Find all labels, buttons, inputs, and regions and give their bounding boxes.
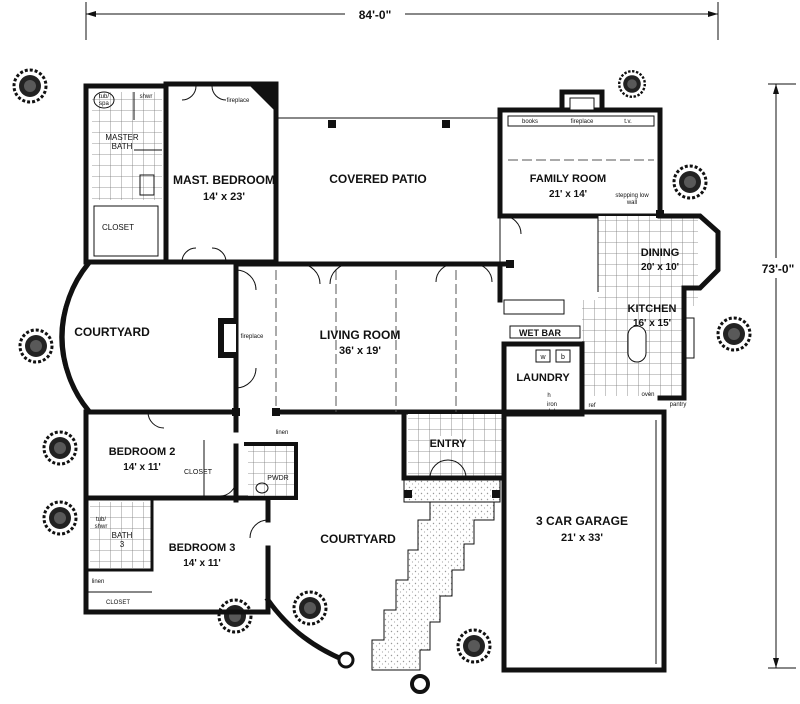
wet-bar-label: WET BAR (519, 328, 561, 338)
tub-shwr-label-2: shwr (95, 524, 108, 530)
kitchen-size: 16' x 15' (633, 318, 671, 329)
linen3-label: linen (92, 579, 105, 585)
family-room-size: 21' x 14' (549, 189, 587, 200)
garage-size: 21' x 33' (561, 532, 603, 544)
master-fireplace-label: fireplace (227, 98, 250, 104)
family-fireplace-label: fireplace (571, 119, 594, 125)
garage-label: 3 CAR GARAGE (536, 514, 628, 528)
laundry-label: LAUNDRY (516, 372, 570, 384)
pantry-label: pantry (670, 402, 687, 408)
walkway (371, 501, 495, 671)
master-closet-label: CLOSET (102, 223, 134, 232)
bath3-label: BATH (112, 531, 133, 540)
tub-spa-label-1: tub/ (99, 94, 109, 100)
width-dimension-label: 84'-0" (359, 8, 392, 22)
entry: ENTRY (401, 409, 505, 503)
closet3-label: CLOSET (106, 600, 130, 606)
width-dimension: 84'-0" (85, 2, 719, 40)
entry-label: ENTRY (430, 438, 468, 450)
bedroom2-label: BEDROOM 2 (109, 446, 176, 458)
ref-label: ref (588, 403, 595, 409)
dining-size: 20' x 10' (641, 262, 679, 273)
bath3-label-2: 3 (120, 540, 125, 549)
living-room-label: LIVING ROOM (320, 328, 401, 342)
master-bedroom-label: MAST. BEDROOM (173, 173, 275, 187)
garage: 3 CAR GARAGE 21' x 33' (501, 409, 667, 673)
tub-shwr-label-1: tub/ (96, 517, 106, 523)
depth-dimension: 73'-0" (756, 83, 800, 669)
kitchen-label: KITCHEN (628, 303, 677, 315)
shower-label: shwr (140, 94, 153, 100)
dryer-label: b (561, 354, 565, 361)
bedroom2-size: 14' x 11' (123, 462, 161, 473)
courtyard-front-wall (264, 596, 348, 664)
iron-label: iron (547, 402, 557, 408)
bedroom-wing: BEDROOM 2 14' x 11' CLOSET tub/ shwr BAT… (83, 409, 271, 615)
family-room: books fireplace t.v. FAMILY ROOM 21' x 1… (497, 89, 663, 235)
living-room: fireplace LIVING ROOM 36' x 19' (218, 261, 513, 415)
oven-label: oven (641, 392, 654, 398)
depth-dimension-label: 73'-0" (762, 262, 795, 276)
dining-label: DINING (641, 247, 680, 259)
courtyard-left-wall (59, 260, 92, 414)
column-markers (232, 210, 664, 416)
stepping-wall-label-1: stepping low (615, 193, 649, 199)
master-fireplace-icon (250, 86, 276, 112)
family-room-label: FAMILY ROOM (530, 173, 606, 185)
master-bath-label: MASTER (105, 133, 139, 142)
covered-patio-label: COVERED PATIO (329, 172, 427, 186)
wet-bar-laundry: WET BAR w b LAUNDRY h iron bd (501, 299, 585, 417)
powder-label: PWDR (267, 475, 288, 482)
books-label: books (522, 119, 538, 125)
master-bedroom-size: 14' x 23' (203, 191, 245, 203)
stepping-wall-label-2: wall (626, 200, 637, 206)
tv-label: t.v. (624, 119, 632, 125)
dining-kitchen: DINING 20' x 10' KITCHEN 16' x 15' ref o… (582, 213, 721, 409)
courtyard-front-label: COURTYARD (320, 532, 396, 546)
closet2-label: CLOSET (184, 469, 213, 476)
tub-spa-label-2: spa (99, 101, 109, 107)
master-bath-label-2: BATH (112, 142, 133, 151)
hanging-label: h (547, 393, 550, 399)
living-room-size: 36' x 19' (339, 345, 381, 357)
linen-hall-label: linen (276, 430, 289, 436)
living-fireplace-label: fireplace (241, 334, 264, 340)
bedroom3-size: 14' x 11' (183, 558, 221, 569)
powder-room: linen PWDR (244, 430, 298, 500)
bedroom3-label: BEDROOM 3 (169, 542, 236, 554)
master-suite: tub/ spa shwr MASTER BATH CLOSET MAST. B… (83, 81, 279, 265)
washer-label: w (539, 354, 546, 361)
covered-patio: COVERED PATIO (276, 117, 501, 262)
courtyard-left-label: COURTYARD (74, 325, 150, 339)
